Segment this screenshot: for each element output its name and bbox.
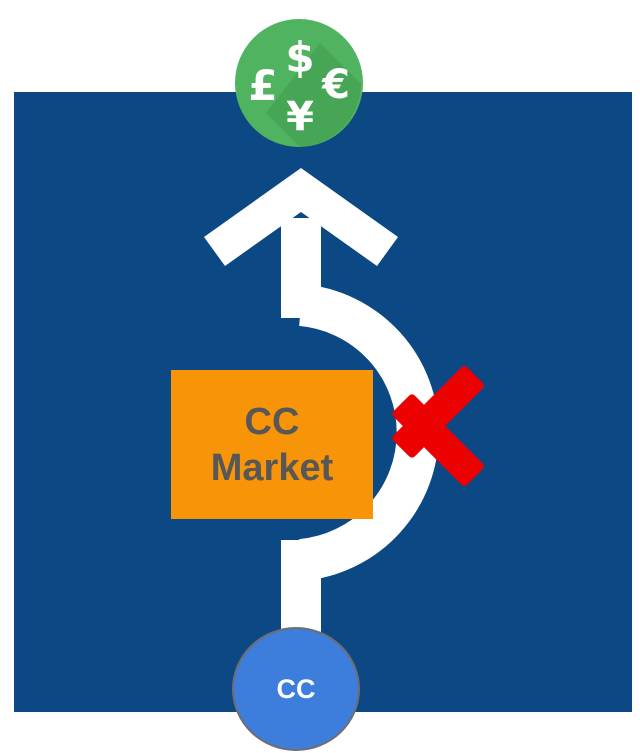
currency-icon: £ $ € ¥ — [235, 19, 363, 147]
market-box-line1: CC — [244, 400, 300, 443]
market-box-line2: Market — [210, 446, 334, 489]
pound-glyph: £ — [248, 61, 277, 110]
cc-source-label: CC — [276, 673, 316, 704]
cc-source-node: CC — [232, 627, 360, 751]
flow-path-upper-stem — [281, 218, 321, 318]
arrow-head-icon — [204, 168, 398, 266]
cc-market-box: CC Market — [171, 370, 373, 519]
euro-glyph: € — [321, 62, 350, 108]
dollar-glyph: $ — [285, 33, 314, 82]
blocked-cross-icon — [392, 366, 484, 486]
yen-glyph: ¥ — [286, 94, 314, 140]
